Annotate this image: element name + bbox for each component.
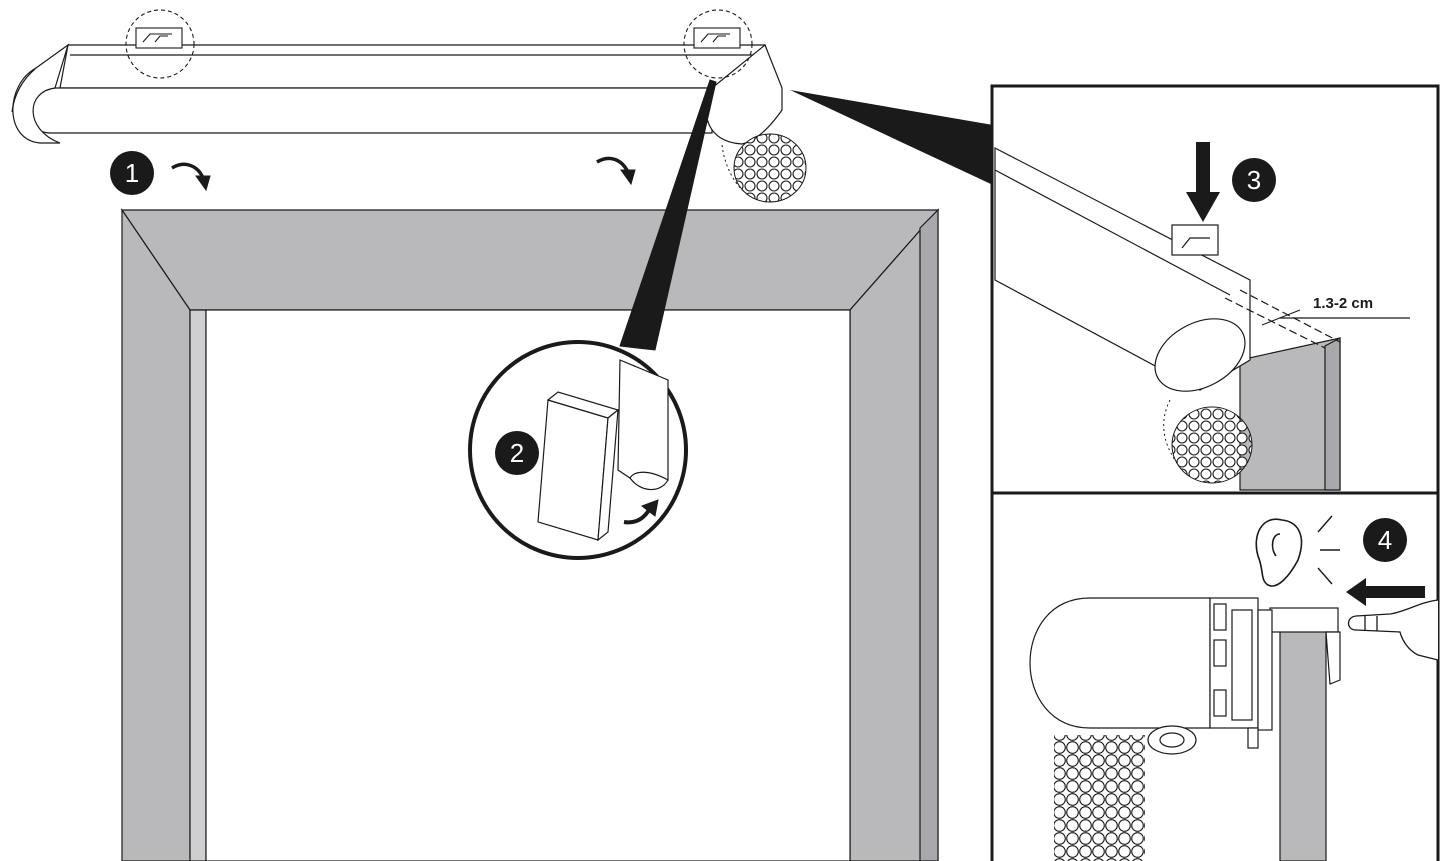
frame-section-4 [1280,628,1326,861]
step-2-badge: 2 [495,431,539,475]
step-4-number: 4 [1378,525,1392,555]
step-1-number: 1 [125,158,139,188]
frame-left [122,210,190,861]
bracket-3 [1172,225,1218,255]
frame-left-inner [190,310,206,861]
measurement-label: 1.3-2 cm [1313,295,1373,312]
step-2-number: 2 [510,438,524,468]
blind-end-cap-4 [1030,598,1210,728]
bead-chain-3 [1172,407,1252,483]
step-3-number: 3 [1247,165,1261,195]
blind-top-surface [60,45,780,88]
callout-beam-3 [790,90,993,185]
frame-right-edge [920,210,938,861]
step-4-badge: 4 [1363,518,1407,562]
roller-blind [12,45,782,144]
adhesive-pad-side [538,400,608,540]
frame-top [122,210,938,310]
bracket-4 [1270,608,1338,632]
bead-chain-bundle [734,134,806,202]
adhesive-backing [618,360,668,480]
blind-tube [28,88,713,133]
bead-chain [722,134,806,202]
step-1-badge: 1 [110,151,154,195]
step-3-badge: 3 [1232,158,1276,202]
bead-chain-4 [1054,735,1145,861]
step-1-arrows [172,158,635,190]
down-arrow-shaft [1196,142,1210,194]
